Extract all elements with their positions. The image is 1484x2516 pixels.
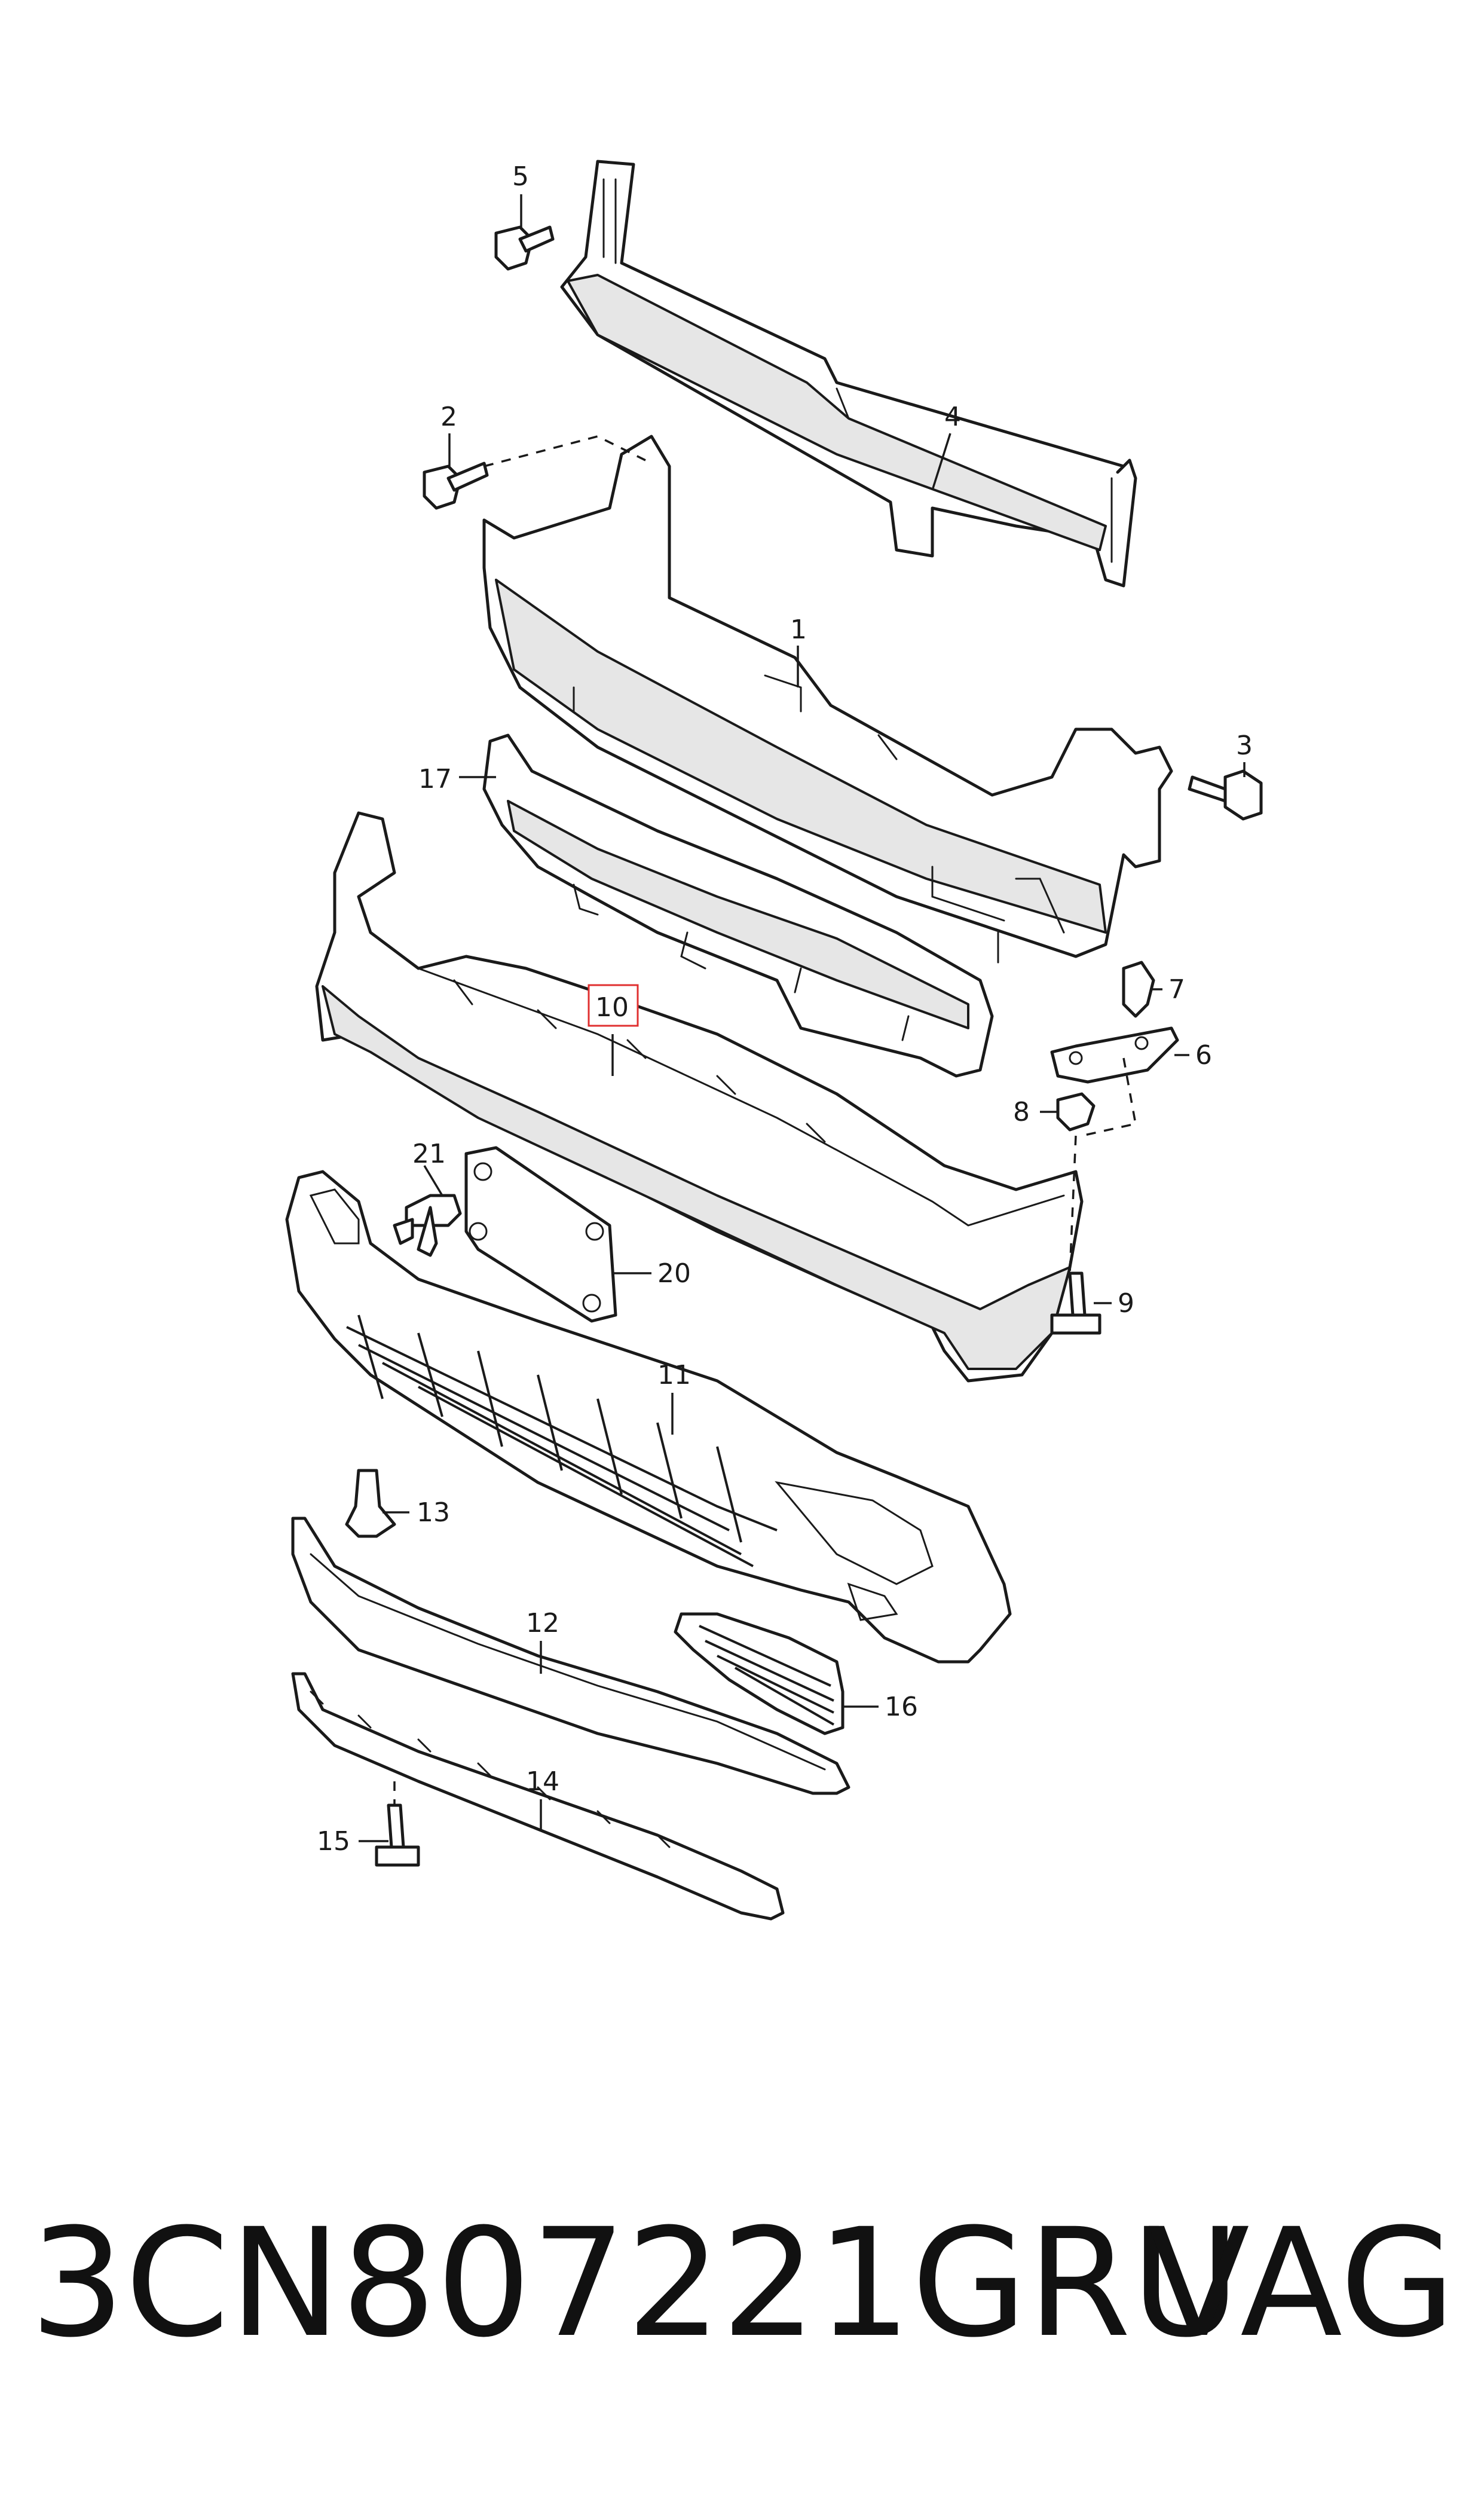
part-17-energy-absorber xyxy=(482,733,994,1078)
callout-16: 16 xyxy=(885,1692,918,1722)
part-12-lower-trim-strip xyxy=(291,1517,850,1795)
footer: 3CN807221GRU VAG xyxy=(0,2188,1484,2379)
part-20-license-plate-bracket xyxy=(464,1146,617,1323)
callout-8: 8 xyxy=(1013,1097,1030,1127)
callout-21: 21 xyxy=(412,1139,446,1169)
callout-4: 4 xyxy=(944,402,961,432)
part-6-mounting-bracket xyxy=(1050,1026,1179,1084)
callout-13: 13 xyxy=(417,1497,450,1528)
callout-3: 3 xyxy=(1236,730,1253,761)
brand-name: VAG xyxy=(1148,2196,1456,2370)
callout-10-highlight-box xyxy=(588,984,639,1027)
part-1-bumper-beam xyxy=(482,435,1173,964)
callout-12: 12 xyxy=(526,1608,559,1638)
part-16-side-grille xyxy=(674,1612,844,1735)
part-number: 3CN807221GRU xyxy=(30,2196,1241,2370)
part-3-bolt xyxy=(1188,769,1263,821)
callout-7: 7 xyxy=(1168,974,1185,1005)
callout-17: 17 xyxy=(418,764,452,794)
callout-labels: 5 4 2 1 3 17 7 6 8 9 10 21 20 11 13 12 1… xyxy=(317,161,1253,1857)
part-15-screw xyxy=(375,1803,420,1867)
part-13-push-rivet xyxy=(345,1469,396,1538)
part-4-upper-carrier xyxy=(560,160,1137,588)
callout-15: 15 xyxy=(317,1826,350,1857)
callout-11: 11 xyxy=(657,1360,691,1390)
part-5-bolt xyxy=(494,225,555,271)
part-11-lower-grille-carrier xyxy=(285,1170,1012,1664)
callout-1: 1 xyxy=(790,615,807,645)
part-14-lower-spoiler xyxy=(291,1672,785,1921)
alignment-lines xyxy=(393,435,1137,1805)
callout-5: 5 xyxy=(512,161,529,192)
part-7-clip xyxy=(1122,961,1155,1018)
part-10-bumper-cover xyxy=(315,811,1084,1383)
callout-14: 14 xyxy=(526,1766,559,1797)
part-21-screw xyxy=(393,1194,462,1257)
part-9-screw xyxy=(1050,1271,1101,1335)
callout-20: 20 xyxy=(657,1258,691,1289)
callout-6: 6 xyxy=(1195,1040,1212,1071)
part-2-bolt xyxy=(423,461,489,510)
callout-10: 10 xyxy=(595,992,629,1023)
part-8-nut xyxy=(1056,1092,1096,1132)
callout-2: 2 xyxy=(440,402,457,432)
callout-9: 9 xyxy=(1118,1288,1134,1319)
exploded-parts-diagram: 5 4 2 1 3 17 7 6 8 9 10 21 20 11 13 12 1… xyxy=(285,160,1263,1921)
leader-lines xyxy=(359,194,1246,1842)
